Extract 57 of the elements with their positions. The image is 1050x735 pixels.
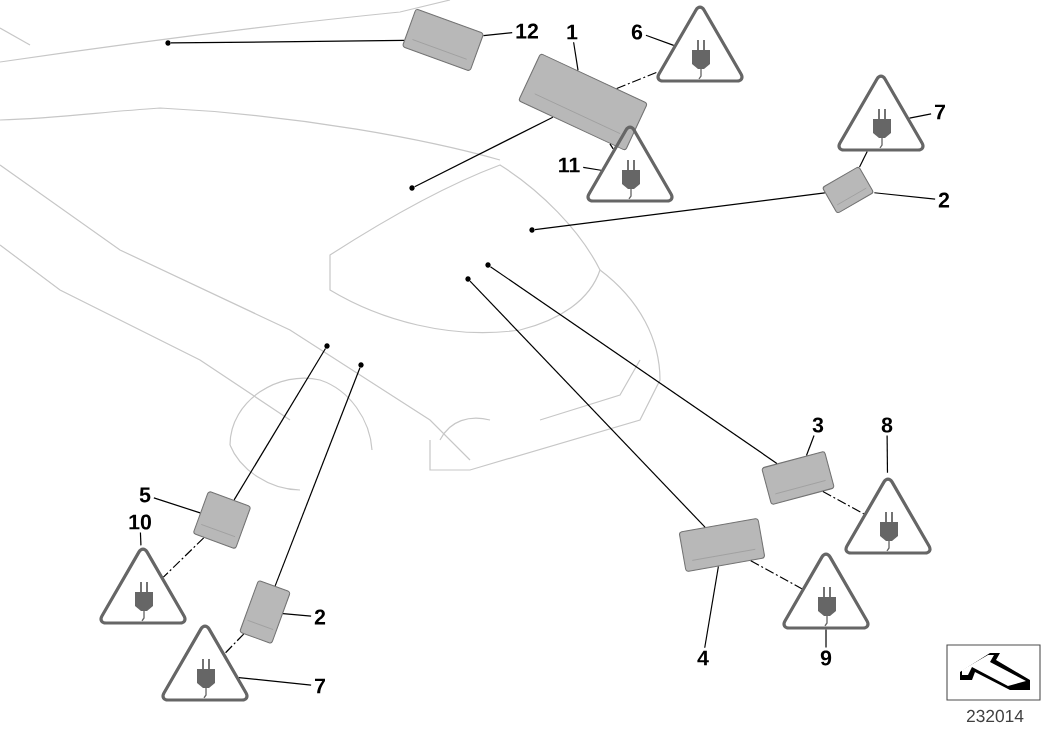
leader-line [139,531,142,546]
component-drawing [679,518,765,572]
callout-number: 7 [315,678,325,694]
leader-line [233,347,327,501]
leader-line [825,629,827,649]
callout-number: 4 [697,650,709,666]
component-drawing [822,166,874,214]
leader-line [573,41,579,71]
leader-line [282,613,312,617]
callout-number: 8 [881,417,893,433]
plug-warning-icon [99,547,187,625]
callout-number: 6 [631,24,643,40]
diagram-number: 232014 [966,709,1024,723]
callout-number: 12 [516,23,538,39]
dash-dot-line [750,560,803,590]
dash-dot-line [224,633,245,654]
leader-line [274,367,361,587]
callout-number: 10 [129,514,151,530]
dash-dot-line [162,537,205,578]
plug-warning-icon [161,624,249,702]
leader-line [886,434,889,474]
leader-line [704,565,719,649]
leader-line [469,280,706,528]
dash-dot-line [616,71,660,90]
callout-number: 7 [935,104,945,120]
plug-warning-icon [586,125,674,203]
component-drawing [193,491,251,549]
leader-line [873,192,936,200]
callout-number: 9 [820,650,832,666]
plug-warning-icon [782,552,870,630]
plug-warning-icon [837,74,925,152]
leader-line [582,166,602,171]
dash-dot-line [822,490,865,515]
leader-line [908,113,932,119]
callout-number: 5 [139,487,151,503]
leader-line [858,151,868,168]
leader-line [238,676,312,686]
leader-line [414,116,554,188]
callout-number: 1 [567,24,578,40]
leader-line [153,497,201,514]
callout-number: 11 [559,157,580,173]
leader-line [170,39,405,44]
component-drawing [239,580,291,644]
leader-line [482,32,513,37]
component-drawing [402,9,484,71]
leader-line [534,192,826,231]
leader-line [645,34,675,46]
plug-warning-icon [656,5,744,83]
callout-number: 2 [938,192,950,208]
component-drawing [518,53,648,151]
leader-line [489,266,778,465]
leader-line [805,434,815,457]
callout-number: 2 [314,609,326,625]
callout-number: 3 [812,417,824,433]
dash-dot-line [609,143,614,150]
component-drawing [761,451,835,505]
plug-warning-icon [844,477,932,555]
